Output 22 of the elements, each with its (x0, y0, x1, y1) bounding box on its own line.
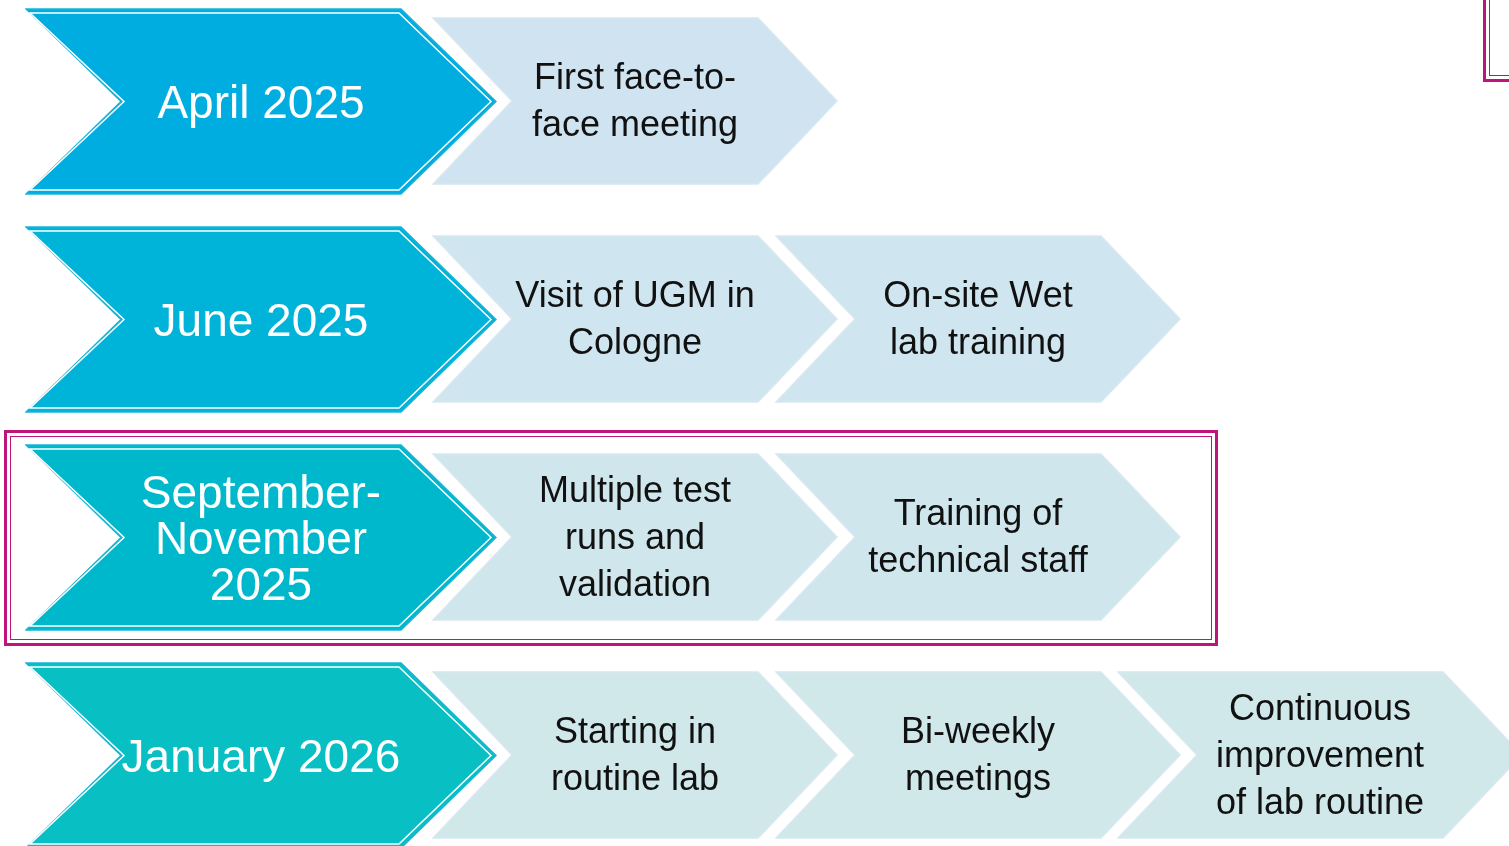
task-step (432, 671, 838, 839)
task-step (1117, 671, 1509, 839)
task-step (432, 453, 838, 621)
date-label: September-November 2025 (139, 468, 383, 607)
step-label: On-site Wet lab training (882, 273, 1074, 364)
task-step (775, 235, 1181, 403)
step-label: Multiple test runs and validation (537, 467, 733, 606)
step-label: Bi-weekly meetings (899, 709, 1056, 800)
date-step (25, 662, 497, 846)
task-step (432, 17, 838, 185)
step-label: First face-to-face meeting (530, 55, 740, 146)
date-label: June 2025 (152, 296, 370, 343)
step-label: Starting in routine lab (549, 709, 721, 800)
date-step (25, 226, 497, 413)
date-step (25, 444, 497, 631)
step-label: Continuous improvement of lab routine (1214, 685, 1426, 824)
task-step (432, 235, 838, 403)
step-label: Visit of UGM in Cologne (514, 273, 756, 364)
task-step (775, 453, 1181, 621)
task-step (775, 671, 1181, 839)
step-label: Training of technical staff (867, 491, 1089, 582)
date-step (25, 8, 497, 195)
